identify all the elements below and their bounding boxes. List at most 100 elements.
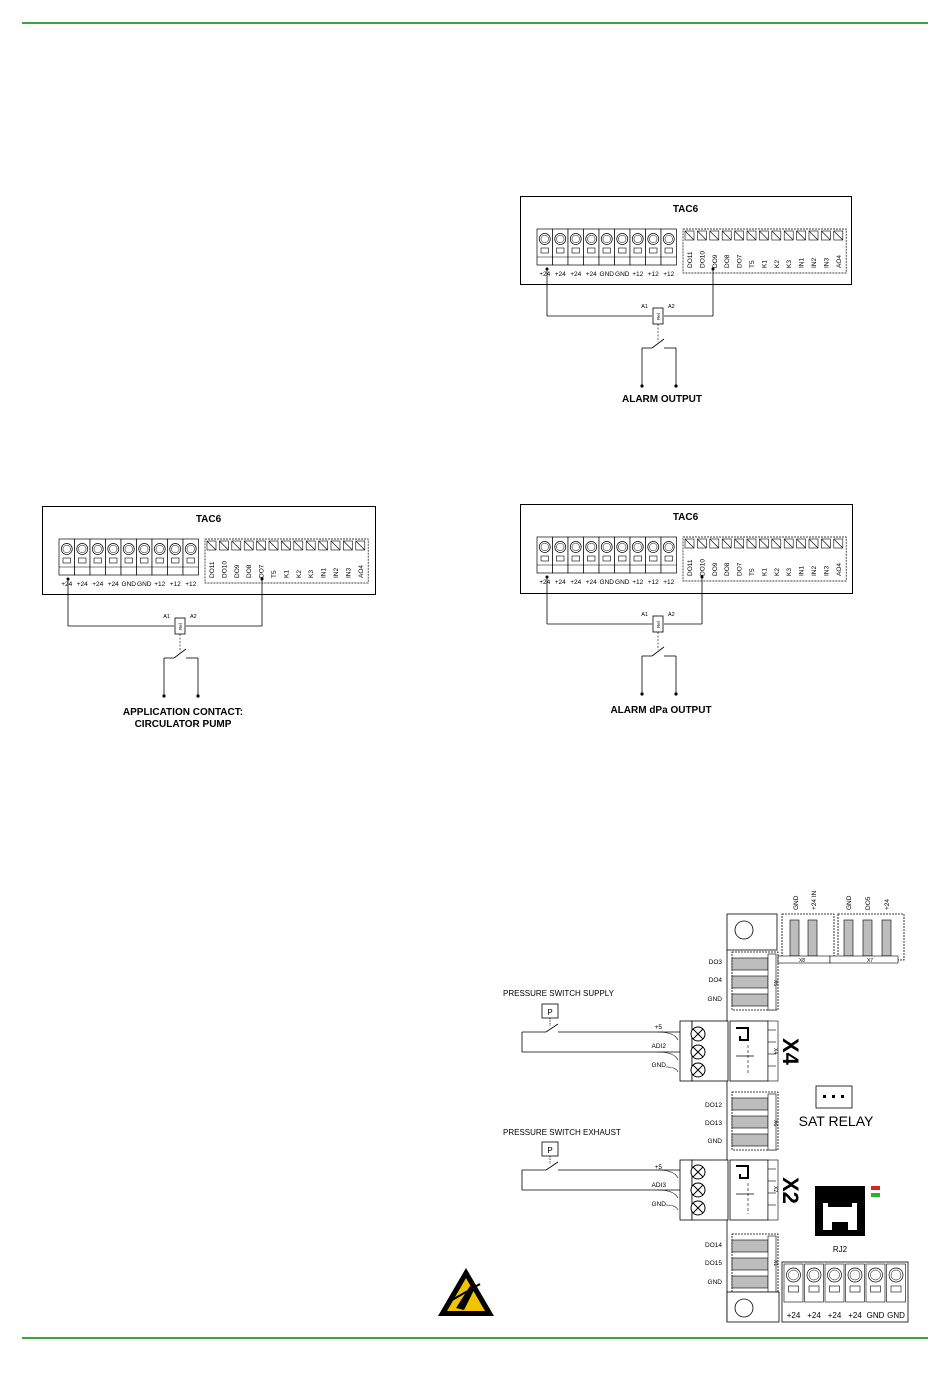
terminal-label: K2 bbox=[774, 260, 781, 268]
terminal-label: IN1 bbox=[799, 566, 806, 577]
exhaust-pin-gnd: GND bbox=[652, 1201, 667, 1208]
terminal-label: +12 bbox=[185, 581, 196, 588]
alarm-dpa-caption: ALARM dPa OUTPUT bbox=[610, 705, 711, 716]
terminal-label: AO4 bbox=[836, 255, 843, 268]
application-caption-line1: APPLICATION CONTACT: bbox=[123, 707, 243, 718]
x8-connector: GND +24 IN X8 bbox=[777, 890, 835, 964]
terminal-label: IN2 bbox=[811, 258, 818, 269]
x7-label-gnd: GND bbox=[846, 895, 853, 910]
terminal-label: T5 bbox=[749, 568, 756, 576]
mount-hole-bottom bbox=[734, 1298, 754, 1318]
x2-small-name: X2 bbox=[772, 1186, 778, 1192]
x7-connector: GND DO5 +24 X7 bbox=[829, 895, 905, 964]
x2-terminal: X2 X2 bbox=[679, 1159, 803, 1221]
terminal-label: GND bbox=[122, 581, 137, 588]
terminal-label: +24 bbox=[539, 579, 550, 586]
tac6-title: TAC6 bbox=[673, 204, 699, 215]
relay-a2: A2 bbox=[190, 614, 197, 620]
terminal-label: T5 bbox=[271, 570, 278, 578]
terminal-label: DO7 bbox=[737, 562, 744, 576]
terminal-label: IN1 bbox=[321, 568, 328, 579]
application-caption-line2: CIRCULATOR PUMP bbox=[135, 719, 232, 730]
tac6-title: TAC6 bbox=[673, 512, 699, 523]
power-terminal-label: +24 bbox=[848, 1311, 862, 1320]
x6-row-do12: DO12 bbox=[705, 1102, 722, 1109]
terminal-label: IN3 bbox=[823, 258, 830, 269]
relay-a2: A2 bbox=[668, 612, 675, 618]
terminal-label: IN2 bbox=[333, 568, 340, 579]
terminal-label: IN2 bbox=[811, 566, 818, 577]
terminal-label: K1 bbox=[761, 260, 768, 268]
power-terminal-label: +24 bbox=[828, 1311, 842, 1320]
terminal-label: +24 bbox=[92, 581, 103, 588]
rj2-jack: RJ2 bbox=[815, 1186, 880, 1254]
supply-pin-adi2: ADI2 bbox=[652, 1043, 667, 1050]
terminal-label: GND bbox=[600, 579, 615, 586]
terminal-label: K3 bbox=[786, 260, 793, 268]
terminal-label: DO10 bbox=[699, 251, 706, 268]
terminal-label: K1 bbox=[761, 568, 768, 576]
supply-pin-gnd: GND bbox=[652, 1062, 667, 1069]
terminal-label: DO8 bbox=[724, 562, 731, 576]
terminal-label: AO4 bbox=[836, 563, 843, 576]
terminal-label: GND bbox=[137, 581, 152, 588]
x1-connector: X1 DO14 DO15 GND bbox=[705, 1233, 779, 1293]
supply-pin-5v: +5 bbox=[655, 1024, 663, 1031]
x2-name: X2 bbox=[778, 1177, 803, 1204]
terminal-label: DO8 bbox=[246, 564, 253, 578]
power-terminal-label: GND bbox=[887, 1311, 905, 1320]
terminal-label: +12 bbox=[632, 271, 643, 278]
terminal-label: IN3 bbox=[823, 566, 830, 577]
relay-text: Rel bbox=[656, 313, 661, 320]
x1-name: X1 bbox=[772, 1260, 778, 1266]
supply-title: PRESSURE SWITCH SUPPLY bbox=[503, 989, 615, 998]
board-pressure-switch-diagram: GND +24 IN X8 GND DO5 +24 X7 X5 DO3 DO4 … bbox=[438, 890, 909, 1323]
rj2-label: RJ2 bbox=[833, 1245, 848, 1254]
supply-p-symbol: P bbox=[547, 1008, 552, 1017]
tac6-box bbox=[42, 506, 376, 595]
terminal-label: +12 bbox=[170, 581, 181, 588]
terminal-label: +12 bbox=[663, 579, 674, 586]
led-red bbox=[871, 1186, 880, 1190]
esd-warning-icon bbox=[438, 1268, 494, 1316]
exhaust-pin-adi3: ADI3 bbox=[652, 1182, 667, 1189]
terminal-label: +24 bbox=[539, 271, 550, 278]
terminal-label: +24 bbox=[555, 579, 566, 586]
x7-label-24: +24 bbox=[884, 899, 891, 910]
exhaust-pin-5v: +5 bbox=[655, 1164, 663, 1171]
x4-terminal: X4 X4 bbox=[679, 1020, 803, 1082]
terminal-label: +24 bbox=[555, 271, 566, 278]
x4-name: X4 bbox=[778, 1038, 803, 1066]
x6-connector: X6 DO12 DO13 GND bbox=[705, 1091, 779, 1151]
terminal-label: DO9 bbox=[712, 562, 719, 576]
x6-row-gnd: GND bbox=[708, 1138, 723, 1145]
terminal-label: GND bbox=[615, 271, 630, 278]
terminal-label: GND bbox=[615, 579, 630, 586]
terminal-label: +12 bbox=[648, 271, 659, 278]
x8-label-gnd: GND bbox=[793, 895, 800, 910]
x1-row-do15: DO15 bbox=[705, 1260, 722, 1267]
terminal-label: +24 bbox=[108, 581, 119, 588]
terminal-label: DO8 bbox=[724, 254, 731, 268]
x6-row-do13: DO13 bbox=[705, 1120, 722, 1127]
x5-row-gnd: GND bbox=[708, 996, 723, 1003]
tac6-box bbox=[520, 504, 853, 594]
relay-text: Rel bbox=[656, 621, 661, 628]
top-rule bbox=[22, 22, 928, 24]
terminal-label: +12 bbox=[648, 579, 659, 586]
terminal-label: DO9 bbox=[712, 254, 719, 268]
terminal-label: K1 bbox=[283, 570, 290, 578]
terminal-label: +24 bbox=[61, 581, 72, 588]
x5-row-do4: DO4 bbox=[709, 977, 723, 984]
x7-label-do5: DO5 bbox=[865, 896, 872, 910]
exhaust-switch: P +5 ADI3 GND bbox=[521, 1141, 680, 1211]
relay-a1: A1 bbox=[163, 614, 170, 620]
x5-name: X5 bbox=[772, 980, 778, 986]
x5-connector: X5 DO3 DO4 GND bbox=[708, 951, 779, 1011]
relay-a1: A1 bbox=[641, 304, 648, 310]
